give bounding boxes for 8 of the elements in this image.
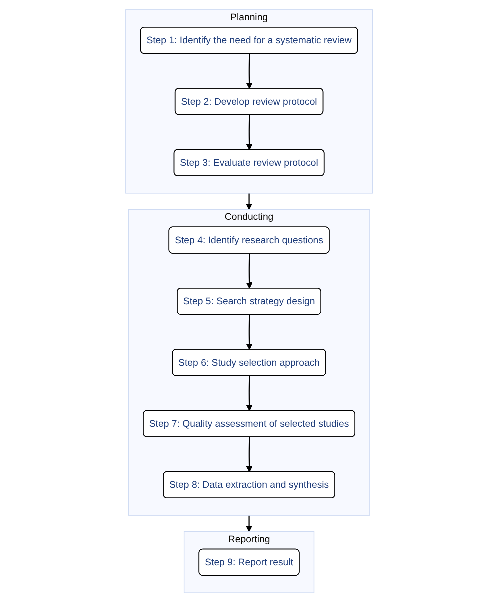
arrow (246, 193, 252, 210)
arrow (246, 315, 252, 350)
arrow (246, 376, 252, 412)
arrow (246, 254, 252, 289)
arrow (246, 516, 252, 532)
arrow (246, 54, 252, 90)
arrow (246, 437, 252, 472)
arrow (246, 115, 252, 150)
